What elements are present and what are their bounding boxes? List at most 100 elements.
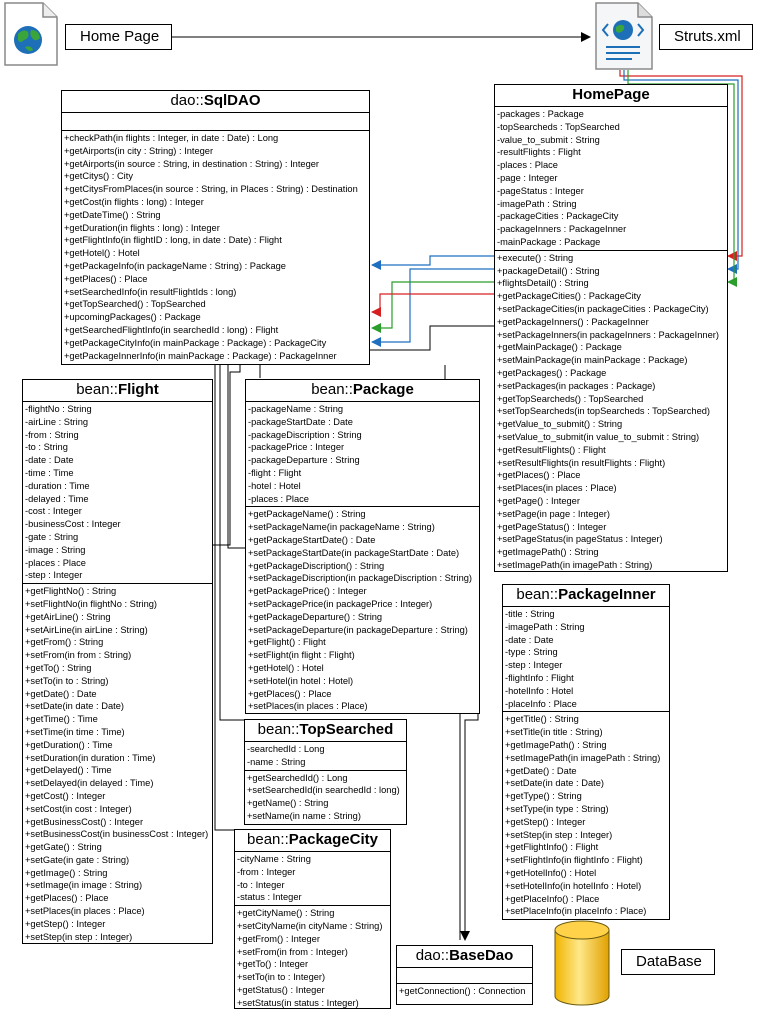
operation-row: +getAirLine() : String bbox=[25, 611, 111, 622]
operation-row: +setStatus(in status : Integer) bbox=[237, 997, 359, 1008]
sqldao-package-assoc bbox=[227, 365, 245, 549]
operation-row: +checkPath(in flights : Integer, in date… bbox=[64, 133, 279, 143]
operation-row: +getBusinessCost() : Integer bbox=[25, 816, 144, 827]
operation-row: +setFrom(in from : Integer) bbox=[237, 946, 348, 957]
operation-row: +getCost() : Integer bbox=[25, 790, 106, 801]
operation-row: +getPackageName() : String bbox=[248, 509, 366, 520]
attribute-row: -places : Place bbox=[497, 160, 558, 171]
operation-row: +setHotelInfo(in hotelInfo : Hotel) bbox=[505, 880, 642, 891]
class-package: bean::Package -packageName : String-pack… bbox=[245, 379, 480, 714]
operation-row: +getTime() : Time bbox=[25, 714, 98, 725]
attribute-row: -to : Integer bbox=[237, 879, 285, 890]
attribute-row: -date : Date bbox=[505, 634, 554, 645]
attribute-row: -resultFlights : Flight bbox=[497, 147, 581, 158]
attribute-row: -places : Place bbox=[248, 493, 309, 504]
operation-row: +flightsDetail() : String bbox=[497, 278, 589, 289]
attrs-section bbox=[397, 968, 532, 984]
operation-row: +getPlaces() : Place bbox=[497, 470, 581, 481]
operation-row: +getTo() : Integer bbox=[237, 959, 309, 970]
operation-row: +setType(in type : String) bbox=[505, 803, 609, 814]
attribute-row: -flightNo : String bbox=[25, 404, 92, 414]
operation-row: +getMainPackage() : Package bbox=[497, 342, 622, 353]
attribute-row: -imagePath : String bbox=[497, 198, 577, 209]
operation-row: +getPlaces() : Place bbox=[25, 893, 109, 904]
class-title: HomePage bbox=[495, 85, 727, 107]
operation-row: +setPackageInners(in packageInners : Pac… bbox=[497, 329, 719, 340]
operation-row: +getCitys() : City bbox=[64, 171, 133, 182]
operation-row: +setFlightInfo(in flightInfo : Flight) bbox=[505, 855, 643, 866]
class-topsearched: bean::TopSearched -searchedId : Long-nam… bbox=[244, 719, 407, 825]
database-cylinder-icon bbox=[553, 920, 611, 1006]
operation-row: +getAirports(in city : String) : Integer bbox=[64, 145, 214, 156]
ops-section: +execute() : String+packageDetail() : St… bbox=[495, 251, 727, 573]
operation-row: +setImagePath(in imagePath : String) bbox=[505, 752, 661, 763]
attribute-row: -status : Integer bbox=[237, 892, 302, 903]
operation-row: +execute() : String bbox=[497, 252, 574, 263]
operation-row: +setDelayed(in delayed : Time) bbox=[25, 778, 154, 789]
database-label: DataBase bbox=[621, 949, 715, 975]
attribute-row: -time : Time bbox=[25, 467, 74, 478]
operation-row: +setDuration(in duration : Time) bbox=[25, 752, 156, 763]
operation-row: +getFlight() : Flight bbox=[248, 637, 326, 648]
operation-row: +getTitle() : String bbox=[505, 714, 579, 725]
class-basedao: dao::BaseDao +getConnection() : Connecti… bbox=[396, 945, 533, 1005]
attribute-row: -packagePrice : Integer bbox=[248, 442, 345, 453]
operation-row: +setDate(in date : Date) bbox=[505, 778, 604, 789]
operation-row: +setSearchedInfo(in resultFlightIds : lo… bbox=[64, 286, 237, 297]
operation-row: +setValue_to_submit(in value_to_submit :… bbox=[497, 431, 700, 442]
operation-row: +getDelayed() : Time bbox=[25, 765, 112, 776]
operation-row: +getFlightInfo() : Flight bbox=[505, 842, 599, 853]
operation-row: +getPlaceInfo() : Place bbox=[505, 893, 600, 904]
operation-row: +getTo() : String bbox=[25, 662, 92, 673]
home-page-file-icon bbox=[3, 2, 59, 66]
home-page-label: Home Page bbox=[65, 24, 172, 50]
attribute-row: -topSearcheds : TopSearched bbox=[497, 121, 620, 132]
operation-row: +getTopSearcheds() : TopSearched bbox=[497, 393, 644, 404]
operation-row: +setCost(in cost : Integer) bbox=[25, 803, 132, 814]
attribute-row: -gate : String bbox=[25, 531, 79, 542]
operation-row: +setStep(in step : Integer) bbox=[25, 931, 133, 942]
operation-row: +getSearchedFlightInfo(in searchedId : l… bbox=[64, 324, 279, 335]
operation-row: +setPlaceInfo(in placeInfo : Place) bbox=[505, 906, 647, 917]
class-title: dao::SqlDAO bbox=[62, 91, 369, 113]
struts-red-line bbox=[619, 70, 743, 261]
operation-row: +setTime(in time : Time) bbox=[25, 726, 125, 737]
attribute-row: -image : String bbox=[25, 544, 86, 555]
operation-row: +getHotelInfo() : Hotel bbox=[505, 867, 597, 878]
struts-file-icon bbox=[594, 2, 654, 70]
operation-row: +getTopSearched() : TopSearched bbox=[64, 299, 206, 310]
operation-row: +setTitle(in title : String) bbox=[505, 727, 603, 738]
operation-row: +getDuration(in flights : long) : Intege… bbox=[64, 222, 220, 233]
attribute-row: -packageStartDate : Date bbox=[248, 416, 353, 427]
class-title: bean::PackageCity bbox=[235, 830, 390, 852]
class-title: bean::Package bbox=[246, 380, 479, 402]
operation-row: +getGate() : String bbox=[25, 842, 102, 853]
attribute-row: -name : String bbox=[247, 756, 306, 767]
class-title: bean::TopSearched bbox=[245, 720, 406, 742]
attribute-row: -delayed : Time bbox=[25, 493, 89, 504]
attribute-row: -packageCities : PackageCity bbox=[497, 211, 619, 222]
operation-row: +setPackageDeparture(in packageDeparture… bbox=[248, 624, 468, 635]
class-packageinner: bean::PackageInner -title : String-image… bbox=[502, 584, 670, 920]
operation-row: +setPackageStartDate(in packageStartDate… bbox=[248, 547, 460, 558]
operation-row: +setName(in name : String) bbox=[247, 810, 361, 821]
operation-row: +getHotel() : Hotel bbox=[64, 248, 140, 259]
operation-row: +setPageStatus(in pageStatus : Integer) bbox=[497, 534, 663, 545]
operation-row: +getCityName() : String bbox=[237, 908, 335, 919]
attribute-row: -page : Integer bbox=[497, 172, 558, 183]
operation-row: +getPackageDeparture() : String bbox=[248, 611, 383, 622]
operation-row: +setSearchedId(in searchedId : long) bbox=[247, 785, 400, 796]
packagedetail-to-cityinfo bbox=[371, 268, 494, 347]
operation-row: +getValue_to_submit() : String bbox=[497, 419, 623, 430]
operation-row: +setHotel(in hotel : Hotel) bbox=[248, 675, 354, 686]
attribute-row: -to : String bbox=[25, 442, 68, 453]
operation-row: +getPageStatus() : Integer bbox=[497, 521, 607, 532]
operation-row: +setPlaces(in places : Place) bbox=[25, 906, 145, 917]
operation-row: +getPackageInners() : PackageInner bbox=[497, 316, 649, 327]
operation-row: +getPackageInfo(in packageName : String)… bbox=[64, 260, 286, 271]
operation-row: +getConnection() : Connection bbox=[399, 986, 526, 996]
operation-row: +setBusinessCost(in businessCost : Integ… bbox=[25, 829, 209, 840]
operation-row: +getType() : String bbox=[505, 791, 582, 802]
attribute-row: -duration : Time bbox=[25, 480, 90, 491]
execute-to-packageinfo bbox=[371, 255, 494, 270]
